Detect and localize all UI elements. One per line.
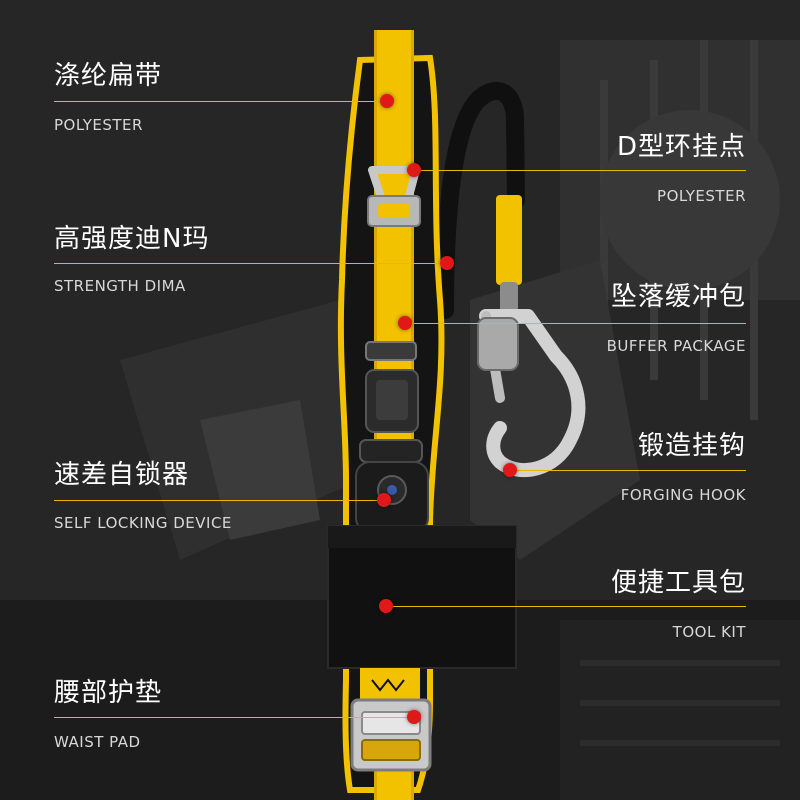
connector-line [386,606,746,607]
connector-line [405,323,746,324]
marker-dot [407,163,421,177]
label-polyester-strap-en: POLYESTER [54,116,143,134]
label-buffer-package-en: BUFFER PACKAGE [606,337,746,355]
label-polyester-strap-cn: 涤纶扁带 [54,61,163,91]
label-buffer-package-cn: 坠落缓冲包 [610,282,746,312]
connector-line [510,470,746,471]
label-d-ring-en: POLYESTER [657,187,746,205]
marker-dot [503,463,517,477]
marker-dot [407,710,421,724]
connector-line [54,717,414,718]
label-self-locking-en: SELF LOCKING DEVICE [54,514,232,532]
label-waist-pad-cn: 腰部护垫 [54,678,163,708]
label-tool-kit-cn: 便捷工具包 [610,568,746,598]
label-strength-dima-cn: 高强度迪N玛 [54,224,210,254]
label-d-ring-cn: D型环挂点 [616,132,746,162]
connector-line [54,101,387,102]
label-self-locking-cn: 速差自锁器 [54,460,190,490]
marker-dot [379,599,393,613]
label-waist-pad-en: WAIST PAD [54,733,141,751]
marker-dot [398,316,412,330]
connector-line [414,170,746,171]
label-forging-hook-en: FORGING HOOK [620,486,746,504]
marker-dot [440,256,454,270]
label-forging-hook-cn: 锻造挂钩 [637,431,746,461]
label-tool-kit-en: TOOL KIT [672,623,746,641]
lanyard-webbing [436,82,525,319]
forging-hook-shape [479,309,586,477]
marker-dot [380,94,394,108]
label-strength-dima-en: STRENGTH DIMA [54,277,186,295]
connector-line [54,500,384,501]
marker-dot [377,493,391,507]
connector-line [54,263,447,264]
self-lock-unit [359,439,423,463]
